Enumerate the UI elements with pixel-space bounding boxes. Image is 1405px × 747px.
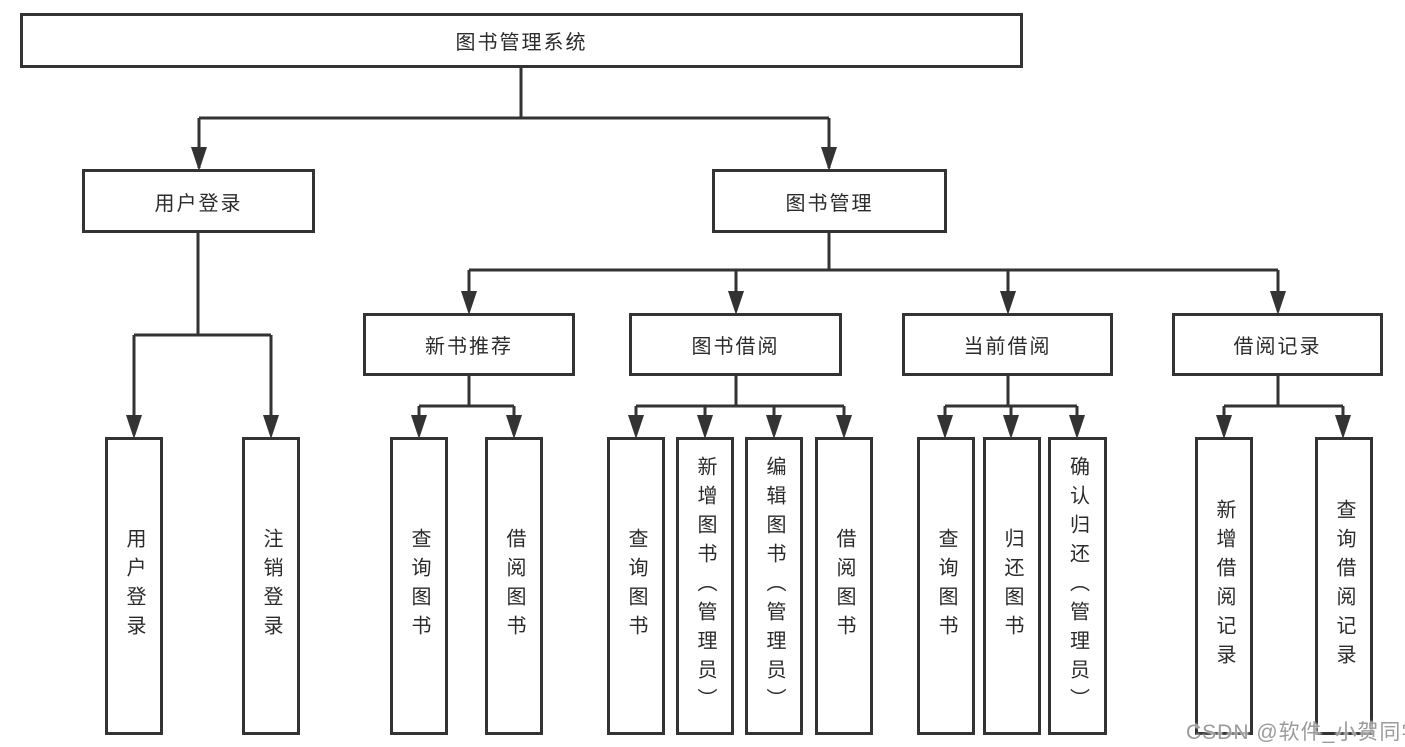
node-new-book-recommend: 新书推荐 xyxy=(363,313,575,376)
leaf-cb-return-book: 归还图书 xyxy=(983,437,1041,735)
node-user-login-label: 用户登录 xyxy=(154,192,243,215)
node-root-label: 图书管理系统 xyxy=(455,32,588,54)
leaf-br-query-borrow-record-label: 查询借阅记录 xyxy=(1333,499,1355,673)
leaf-nb-query-book: 查询图书 xyxy=(390,437,448,735)
leaf-cb-query-book: 查询图书 xyxy=(917,437,975,735)
leaf-nb-query-book-label: 查询图书 xyxy=(408,528,430,644)
leaf-cb-query-book-label: 查询图书 xyxy=(935,528,957,644)
arrowheads xyxy=(126,147,1351,439)
node-book-management: 图书管理 xyxy=(712,169,947,233)
leaf-br-add-borrow-record: 新增借阅记录 xyxy=(1195,437,1253,735)
node-new-book-recommend-label: 新书推荐 xyxy=(425,336,513,358)
leaf-logout-login: 注销登录 xyxy=(242,437,300,735)
node-book-management-label: 图书管理 xyxy=(785,192,874,215)
leaf-bb-add-book-admin-label: 新增图书（管理员） xyxy=(694,455,716,717)
leaf-logout-login-label: 注销登录 xyxy=(260,528,282,644)
node-current-borrow: 当前借阅 xyxy=(902,313,1113,376)
node-book-borrow-label: 图书借阅 xyxy=(691,336,780,358)
watermark: CSDN @软件_小贺同学 xyxy=(1186,721,1405,744)
leaf-bb-edit-book-admin: 编辑图书（管理员） xyxy=(745,437,803,735)
node-current-borrow-label: 当前借阅 xyxy=(963,336,1052,358)
leaf-cb-confirm-return-admin: 确认归还（管理员） xyxy=(1048,437,1107,735)
node-user-login: 用户登录 xyxy=(82,169,315,233)
leaf-bb-query-book-label: 查询图书 xyxy=(625,528,647,644)
leaf-cb-confirm-return-admin-label: 确认归还（管理员） xyxy=(1066,455,1089,717)
leaf-bb-edit-book-admin-label: 编辑图书（管理员） xyxy=(763,455,785,717)
leaf-bb-borrow-book: 借阅图书 xyxy=(815,437,873,735)
node-book-borrow: 图书借阅 xyxy=(629,313,842,376)
node-root: 图书管理系统 xyxy=(20,13,1023,68)
leaf-bb-query-book: 查询图书 xyxy=(607,437,665,735)
node-borrow-records-label: 借阅记录 xyxy=(1233,336,1322,358)
leaf-bb-borrow-book-label: 借阅图书 xyxy=(833,528,855,644)
leaf-user-login: 用户登录 xyxy=(105,437,163,735)
leaf-bb-add-book-admin: 新增图书（管理员） xyxy=(676,437,734,735)
leaf-cb-return-book-label: 归还图书 xyxy=(1001,528,1023,644)
leaf-nb-borrow-book-label: 借阅图书 xyxy=(503,528,525,644)
leaf-br-add-borrow-record-label: 新增借阅记录 xyxy=(1213,499,1235,673)
leaf-nb-borrow-book: 借阅图书 xyxy=(485,437,543,735)
leaf-br-query-borrow-record: 查询借阅记录 xyxy=(1315,437,1373,735)
node-borrow-records: 借阅记录 xyxy=(1172,313,1383,376)
leaf-user-login-label: 用户登录 xyxy=(123,528,145,644)
